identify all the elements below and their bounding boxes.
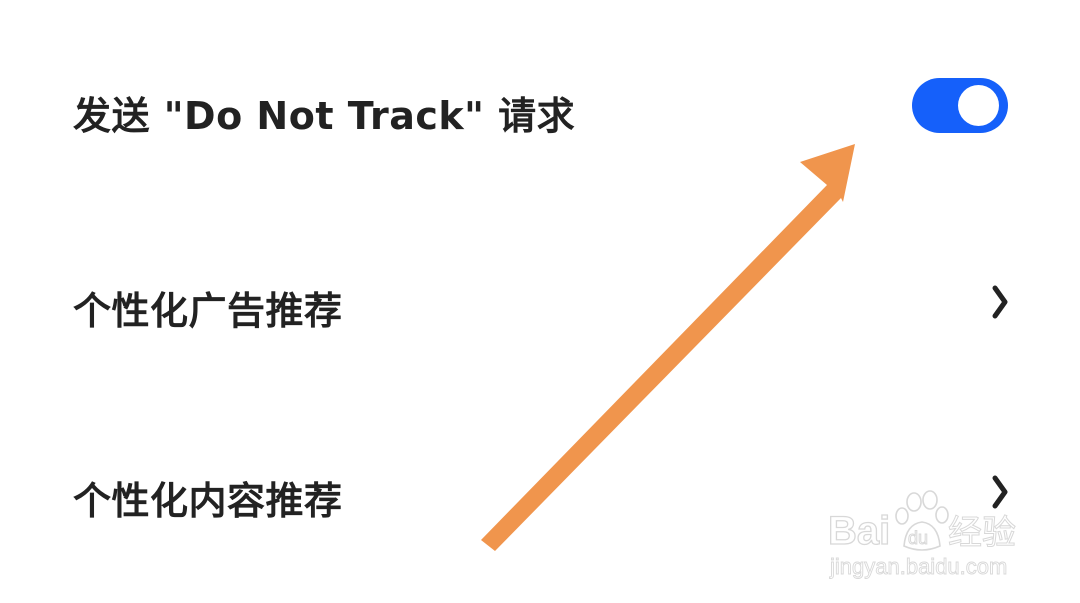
svg-text:jingyan.baidu.com: jingyan.baidu.com bbox=[829, 554, 1007, 579]
svg-text:Bai: Bai bbox=[828, 509, 890, 553]
svg-text:经验: 经验 bbox=[948, 513, 1016, 553]
toggle-knob bbox=[958, 85, 999, 126]
setting-label-personalized-ads: 个性化广告推荐 bbox=[73, 289, 343, 333]
setting-row-personalized-ads[interactable]: 个性化广告推荐 bbox=[0, 250, 1080, 360]
do-not-track-toggle[interactable] bbox=[912, 78, 1008, 133]
svg-text:du: du bbox=[908, 528, 928, 548]
setting-label-personalized-content: 个性化内容推荐 bbox=[73, 479, 343, 523]
setting-label-do-not-track: 发送 "Do Not Track" 请求 bbox=[73, 94, 576, 138]
baidu-jingyan-watermark: Bai du 经验 jingyan.baidu.com bbox=[826, 488, 1026, 587]
setting-row-personalized-content[interactable]: 个性化内容推荐 bbox=[0, 440, 1080, 550]
chevron-right-icon[interactable] bbox=[988, 282, 1012, 322]
setting-row-do-not-track[interactable]: 发送 "Do Not Track" 请求 bbox=[0, 55, 1080, 165]
baidu-paw-logo-icon: Bai du 经验 jingyan.baidu.com bbox=[827, 490, 1017, 579]
chevron-right-icon[interactable] bbox=[988, 472, 1012, 512]
